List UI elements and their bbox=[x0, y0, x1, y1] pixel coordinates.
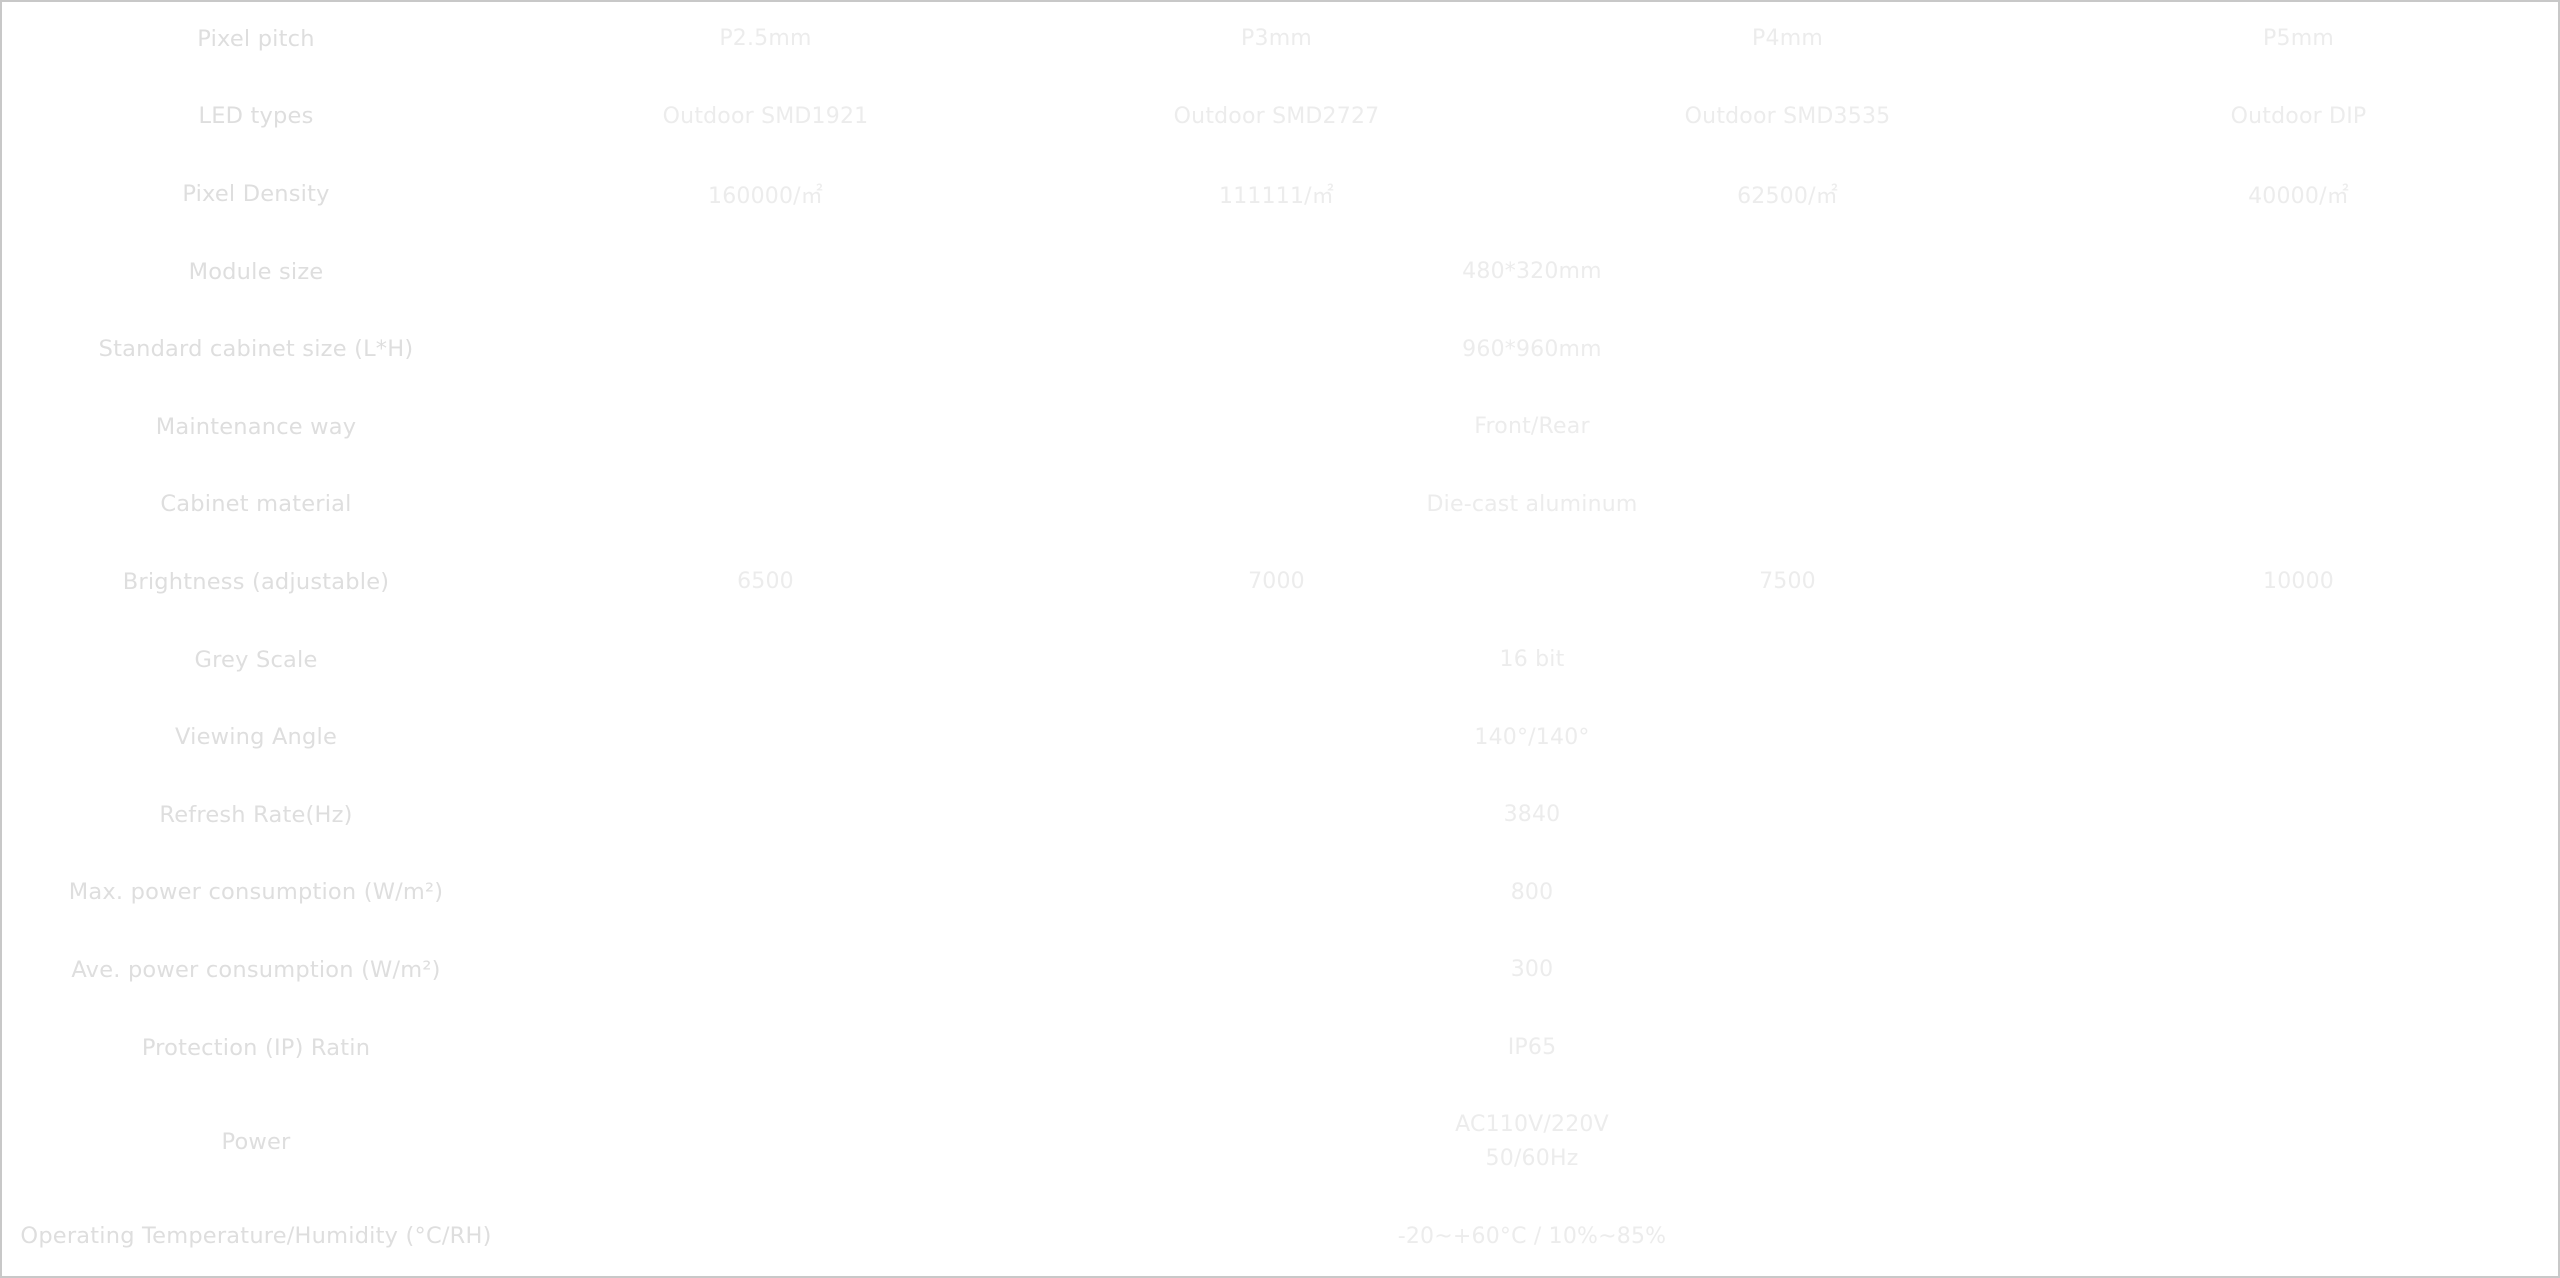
cell-value: 800 bbox=[1510, 879, 1554, 905]
row-label: Viewing Angle bbox=[175, 724, 337, 751]
row-label: Pixel pitch bbox=[197, 25, 315, 52]
cell-value: AC110V/220V 50/60Hz bbox=[510, 1086, 2554, 1197]
power-line-voltage: AC110V/220V bbox=[1455, 1111, 1609, 1137]
cell-value: 3840 bbox=[1503, 802, 1561, 828]
row-viewing-angle: Viewing Angle 140°/140° bbox=[2, 698, 2554, 776]
cell-value: Front/Rear bbox=[1474, 414, 1590, 440]
cell-value: Die-cast aluminum bbox=[1426, 491, 1638, 517]
cell-value: P3mm bbox=[1241, 26, 1312, 52]
row-label: Power bbox=[221, 1128, 291, 1155]
row-max-power: Max. power consumption (W/m²) 800 bbox=[2, 854, 2554, 932]
row-label: Max. power consumption (W/m²) bbox=[68, 879, 444, 906]
row-led-types: LED types Outdoor SMD1921 Outdoor SMD272… bbox=[2, 78, 2554, 156]
cell-value: Outdoor SMD3535 bbox=[1684, 103, 1891, 129]
row-operating-temperature: Operating Temperature/Humidity (°C/RH) -… bbox=[2, 1197, 2554, 1275]
row-label: Grey Scale bbox=[194, 646, 318, 673]
cell-value: 960*960mm bbox=[1462, 336, 1602, 362]
row-label: Brightness (adjustable) bbox=[122, 568, 390, 595]
cell-value: P4mm bbox=[1752, 26, 1823, 52]
row-label: Pixel Density bbox=[182, 180, 330, 207]
row-label: Ave. power consumption (W/m²) bbox=[71, 956, 441, 983]
cell-value: Outdoor SMD2727 bbox=[1173, 103, 1380, 129]
row-protection-rating: Protection (IP) Ratin IP65 bbox=[2, 1009, 2554, 1087]
row-brightness: Brightness (adjustable) 6500 7000 7500 1… bbox=[2, 543, 2554, 621]
row-refresh-rate: Refresh Rate(Hz) 3840 bbox=[2, 776, 2554, 854]
cell-value: 300 bbox=[1510, 957, 1554, 983]
cell-value: 480*320mm bbox=[1462, 259, 1602, 285]
row-label: Cabinet material bbox=[160, 491, 352, 518]
cell-value: 6500 bbox=[737, 569, 794, 595]
cell-value: 160000/㎡ bbox=[708, 183, 823, 209]
row-label: Maintenance way bbox=[155, 413, 357, 440]
cell-value: -20~+60°C / 10%~85% bbox=[1397, 1223, 1667, 1249]
cell-value: IP65 bbox=[1507, 1035, 1557, 1061]
cell-value: Outdoor DIP bbox=[2230, 103, 2367, 129]
row-label: Module size bbox=[188, 258, 324, 285]
power-line-frequency: 50/60Hz bbox=[1485, 1145, 1579, 1171]
cell-value: 40000/㎡ bbox=[2248, 183, 2349, 209]
cell-value: 62500/㎡ bbox=[1737, 183, 1838, 209]
row-module-size: Module size 480*320mm bbox=[2, 233, 2554, 311]
cell-value: 7000 bbox=[1248, 569, 1305, 595]
cell-value: 111111/㎡ bbox=[1219, 183, 1334, 209]
cell-value: 140°/140° bbox=[1474, 724, 1590, 750]
row-cabinet-material: Cabinet material Die-cast aluminum bbox=[2, 466, 2554, 544]
row-label: Refresh Rate(Hz) bbox=[159, 801, 353, 828]
cell-value: 10000 bbox=[2263, 569, 2334, 595]
row-cabinet-size: Standard cabinet size (L*H) 960*960mm bbox=[2, 310, 2554, 388]
row-power: Power AC110V/220V 50/60Hz bbox=[2, 1086, 2554, 1197]
cell-value: Outdoor SMD1921 bbox=[662, 103, 869, 129]
row-label: Protection (IP) Ratin bbox=[141, 1034, 371, 1061]
row-pixel-pitch: Pixel pitch P2.5mm P3mm P4mm P5mm bbox=[2, 0, 2554, 78]
row-pixel-density: Pixel Density 160000/㎡ 111111/㎡ 62500/㎡ … bbox=[2, 155, 2554, 233]
cell-value: 16 bit bbox=[1499, 647, 1565, 673]
row-label: Operating Temperature/Humidity (°C/RH) bbox=[20, 1223, 492, 1250]
row-ave-power: Ave. power consumption (W/m²) 300 bbox=[2, 931, 2554, 1009]
row-maintenance-way: Maintenance way Front/Rear bbox=[2, 388, 2554, 466]
cell-value: P5mm bbox=[2263, 26, 2334, 52]
cell-value: 7500 bbox=[1759, 569, 1816, 595]
row-label: Standard cabinet size (L*H) bbox=[98, 336, 414, 363]
row-label: LED types bbox=[198, 103, 314, 130]
cell-value: P2.5mm bbox=[719, 26, 812, 52]
row-grey-scale: Grey Scale 16 bit bbox=[2, 621, 2554, 699]
